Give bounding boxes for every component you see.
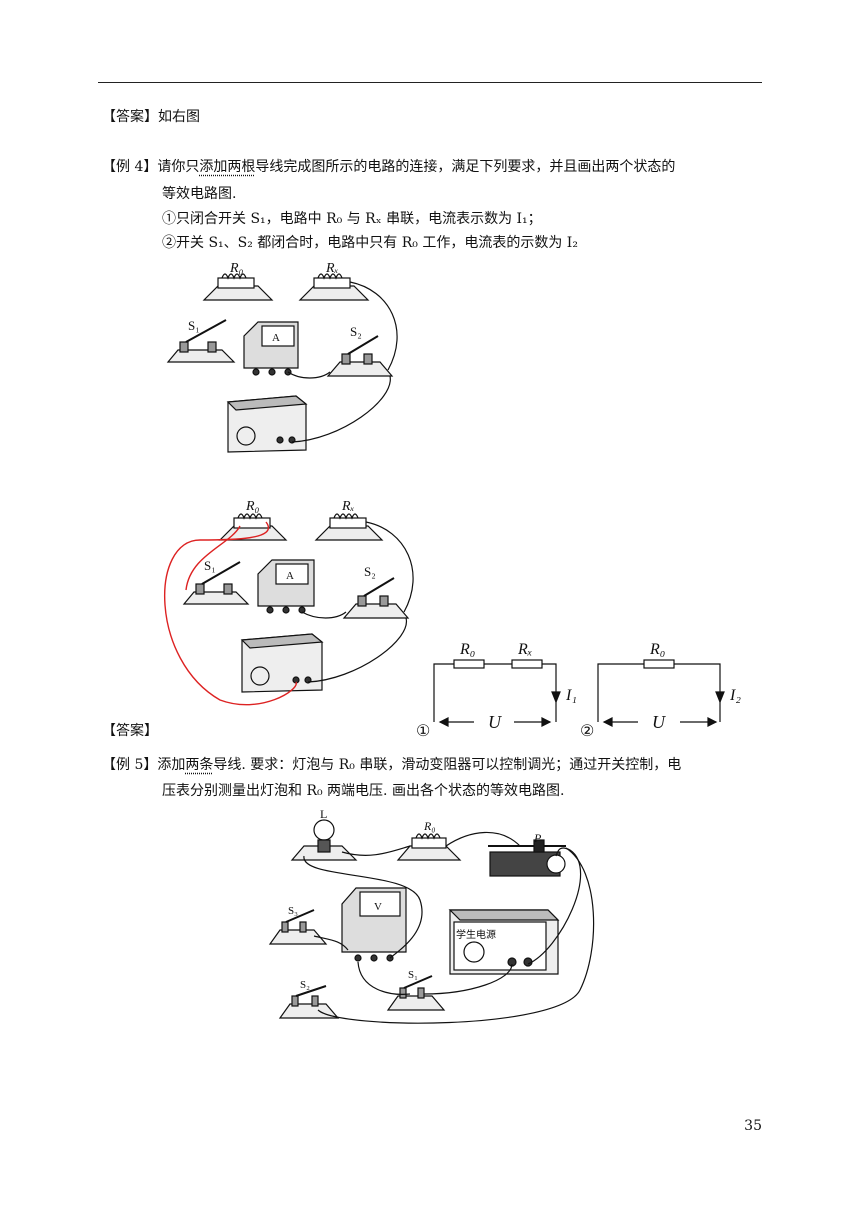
fig1-power-supply bbox=[226, 395, 308, 453]
answer-intro: 【答案】如右图 bbox=[102, 109, 200, 125]
fig3-s1-switch bbox=[386, 975, 446, 1011]
page-number: 35 bbox=[744, 1118, 762, 1134]
fig3-voltmeter: V bbox=[341, 887, 407, 962]
example5-line2: 压表分别测量出灯泡和 R₀ 两端电压. 画出各个状态的等效电路图. bbox=[162, 783, 565, 799]
example5-tag: 【例 5】 bbox=[102, 757, 158, 773]
fig2-power-supply bbox=[240, 633, 324, 693]
fig2-s1-switch bbox=[182, 561, 250, 605]
fig3-r0-board bbox=[396, 833, 462, 861]
fig2-ammeter: A bbox=[257, 559, 315, 614]
fig1-rx-board bbox=[298, 273, 370, 301]
fig3-label-p: P bbox=[533, 831, 542, 845]
eq1-label-r0: R₀ bbox=[459, 641, 475, 658]
eq1-label-i1: I₁ bbox=[565, 687, 577, 704]
fig2-label-s2: S₂ bbox=[364, 564, 376, 579]
example4-req1: ①只闭合开关 S₁，电路中 R₀ 与 Rₓ 串联，电流表示数为 I₁； bbox=[162, 211, 542, 227]
svg-text:V: V bbox=[374, 901, 382, 913]
fig1-label-r0: R₀ bbox=[229, 261, 244, 276]
fig3-lamp-board bbox=[290, 819, 358, 861]
fig1-label-s2: S₂ bbox=[350, 324, 362, 339]
eq2-label-i2: I₂ bbox=[729, 687, 741, 704]
fig2-label-r0: R₀ bbox=[245, 499, 260, 514]
example4-line2: 等效电路图. bbox=[162, 186, 237, 202]
eq1-label-u: U bbox=[488, 712, 502, 732]
eq-circuit-1 bbox=[433, 659, 561, 727]
fig2-rx-board bbox=[314, 513, 384, 541]
fig3-label-l: L bbox=[320, 807, 327, 821]
eq1-circle: ① bbox=[416, 723, 430, 740]
fig3-power-label: 学生电源 bbox=[456, 928, 496, 941]
example4-req2: ②开关 S₁、S₂ 都闭合时，电路中只有 R₀ 工作，电流表的示数为 I₂ bbox=[162, 235, 578, 251]
fig1-r0-board bbox=[202, 273, 274, 301]
eq-circuit-2 bbox=[597, 659, 725, 727]
fig2-label-rx: Rₓ bbox=[341, 499, 355, 514]
eq2-label-u: U bbox=[652, 712, 666, 732]
fig1-label-rx: Rₓ bbox=[325, 261, 339, 276]
fig1-s2-switch bbox=[326, 335, 394, 377]
example5-line1: 【例 5】添加两条导线. 要求：灯泡与 R₀ 串联，滑动变阻器可以控制调光；通过… bbox=[102, 757, 682, 773]
fig3-label-s1: S₁ bbox=[408, 969, 418, 981]
fig3-label-r0: R₀ bbox=[423, 819, 436, 833]
header-rule bbox=[98, 82, 762, 83]
example4-tag: 【例 4】 bbox=[102, 159, 158, 175]
eq2-circle: ② bbox=[580, 723, 594, 740]
fig3-label-s2: S₂ bbox=[300, 979, 310, 991]
eq1-label-rx: Rₓ bbox=[517, 641, 532, 658]
answer-label: 【答案】 bbox=[102, 723, 158, 739]
fig1-label-s1: S₁ bbox=[188, 318, 200, 333]
svg-text:A: A bbox=[272, 332, 280, 344]
fig3-rheostat bbox=[488, 839, 566, 877]
fig3-label-s3: S₃ bbox=[288, 905, 298, 917]
fig2-label-s1: S₁ bbox=[204, 558, 216, 573]
fig2-s2-switch bbox=[342, 577, 410, 619]
fig1-ammeter: A bbox=[243, 321, 299, 376]
fig1-s1-switch bbox=[166, 319, 236, 363]
example4-line1: 【例 4】请你只添加两根导线完成图所示的电路的连接，满足下列要求，并且画出两个状… bbox=[102, 159, 676, 175]
fig3-s3-switch bbox=[268, 909, 328, 945]
svg-text:A: A bbox=[286, 570, 294, 582]
fig2-r0-board bbox=[218, 513, 288, 541]
fig3-s2-switch bbox=[278, 985, 340, 1019]
fig3-power-supply bbox=[448, 909, 560, 975]
eq2-label-r0: R₀ bbox=[649, 641, 665, 658]
